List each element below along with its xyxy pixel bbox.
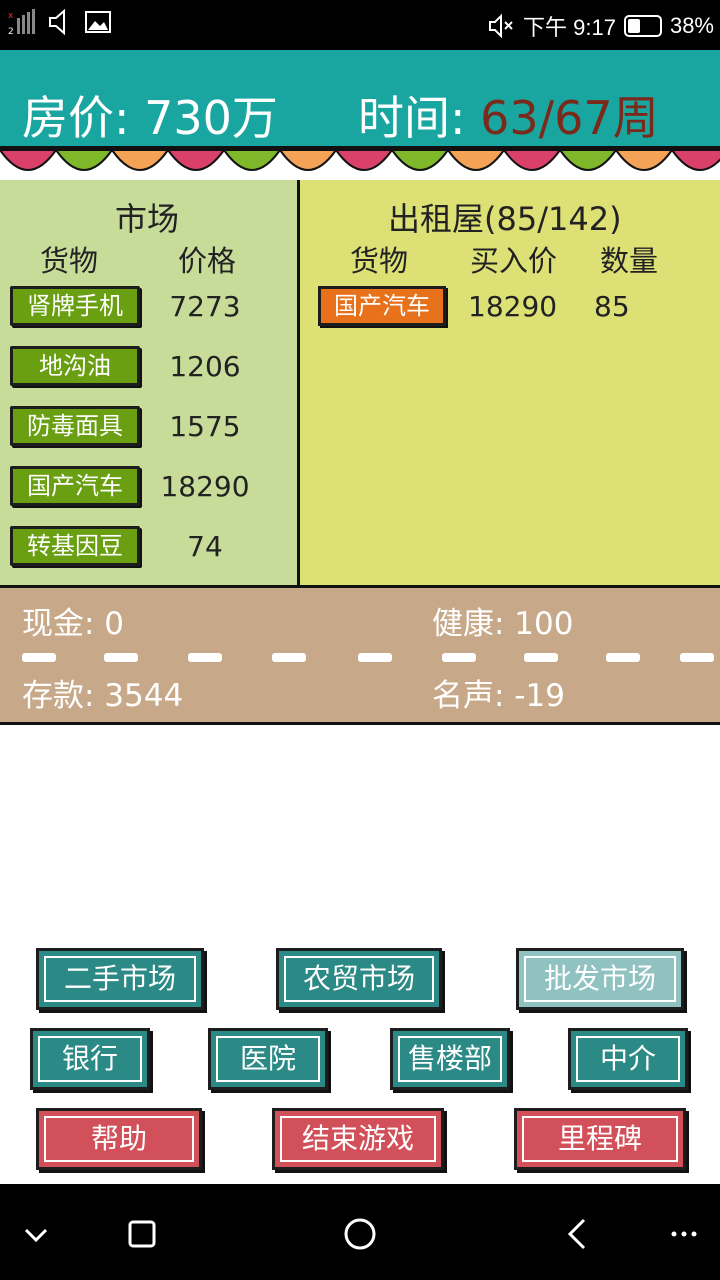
- more-icon[interactable]: [664, 1214, 704, 1254]
- battery-fill: [627, 19, 641, 33]
- wholesale-market-button[interactable]: 批发市场: [516, 948, 684, 1010]
- system-nav-bar: [0, 1184, 720, 1280]
- house-price-label: 房价:: [22, 91, 130, 145]
- rental-title: 出租屋(85/142): [388, 200, 622, 238]
- rental-item-quantity: 85: [594, 290, 630, 323]
- road-dashes: [22, 653, 714, 662]
- time-label: 时间:: [358, 91, 466, 145]
- help-label: 帮助: [44, 1116, 194, 1162]
- agency-button[interactable]: 中介: [568, 1028, 688, 1090]
- hospital-label: 医院: [216, 1036, 320, 1082]
- back-icon[interactable]: [558, 1214, 598, 1254]
- rental-panel: 出租屋(85/142) 货物 买入价 数量: [300, 180, 720, 585]
- market-item-button[interactable]: 国产汽车: [10, 466, 140, 506]
- rental-item-buy-price: 18290: [468, 290, 558, 323]
- market-item-price: 1206: [169, 350, 241, 383]
- sales-office-button[interactable]: 售楼部: [390, 1028, 510, 1090]
- market-col-price: 价格: [178, 244, 237, 278]
- farm-market-label: 农贸市场: [284, 956, 434, 1002]
- time-value: 63/67周: [480, 91, 659, 145]
- status-left: x 2: [8, 8, 112, 36]
- rental-col-buy-price: 买入价: [470, 244, 558, 278]
- end-game-button[interactable]: 结束游戏: [272, 1108, 444, 1170]
- rental-col-goods: 货物: [350, 244, 409, 278]
- bank-label: 银行: [38, 1036, 142, 1082]
- market-item-price: 18290: [160, 470, 250, 503]
- rental-item-button[interactable]: 国产汽车: [318, 286, 446, 326]
- market-item-button[interactable]: 防毒面具: [10, 406, 140, 446]
- hospital-button[interactable]: 医院: [208, 1028, 328, 1090]
- clock: 下午 9:17: [523, 15, 616, 40]
- sales-office-label: 售楼部: [398, 1036, 502, 1082]
- reputation-stat: 名声: -19: [432, 678, 565, 714]
- game-time: 时间: 63/67周: [358, 82, 659, 148]
- second-hand-market-label: 二手市场: [44, 956, 196, 1002]
- market-col-goods: 货物: [40, 244, 99, 278]
- farm-market-button[interactable]: 农贸市场: [276, 948, 442, 1010]
- milestone-label: 里程碑: [522, 1116, 678, 1162]
- market-item-price: 1575: [169, 410, 241, 443]
- mute-icon: [489, 13, 513, 39]
- image-notification-icon: [85, 11, 111, 33]
- cash-stat: 现金: 0: [22, 606, 125, 642]
- market-item-button[interactable]: 肾牌手机: [10, 286, 140, 326]
- market-title: 市场: [115, 200, 180, 238]
- status-right: 下午 9:17 38%: [487, 10, 714, 42]
- house-price-value: 730万: [144, 91, 278, 145]
- market-item-button[interactable]: 地沟油: [10, 346, 140, 386]
- signal-icon: x 2: [8, 9, 35, 36]
- market-item-price: 74: [187, 530, 223, 563]
- home-icon[interactable]: [340, 1214, 380, 1254]
- recents-icon[interactable]: [122, 1214, 162, 1254]
- help-button[interactable]: 帮助: [36, 1108, 202, 1170]
- bank-button[interactable]: 银行: [30, 1028, 150, 1090]
- house-price: 房价: 730万: [22, 82, 278, 148]
- second-hand-market-button[interactable]: 二手市场: [36, 948, 204, 1010]
- savings-stat: 存款: 3544: [22, 678, 184, 714]
- battery-percent: 38%: [669, 13, 714, 38]
- awning-decoration: [0, 146, 720, 171]
- health-stat: 健康: 100: [432, 606, 574, 642]
- rental-col-quantity: 数量: [600, 244, 659, 278]
- agency-label: 中介: [576, 1036, 680, 1082]
- status-bar: x 2 下午 9:17 38%: [0, 0, 720, 50]
- battery-icon: [623, 15, 662, 37]
- market-item-button[interactable]: 转基因豆: [10, 526, 140, 566]
- game-header: 房价: 730万 时间: 63/67周: [0, 50, 720, 148]
- end-game-label: 结束游戏: [280, 1116, 436, 1162]
- chevron-down-icon[interactable]: [16, 1214, 56, 1254]
- svg-text:2: 2: [8, 27, 14, 36]
- wholesale-market-label: 批发市场: [524, 956, 676, 1002]
- svg-text:x: x: [8, 11, 14, 21]
- market-item-price: 7273: [169, 290, 241, 323]
- market-panel: 市场 货物 价格 肾牌手机 7273 地沟油 1206 防毒面具 1575 国产…: [0, 180, 300, 585]
- milestone-button[interactable]: 里程碑: [514, 1108, 686, 1170]
- speaker-notification-icon: [49, 8, 65, 36]
- player-stats: 现金: 0 健康: 100 存款: 3544 名声: -19: [0, 585, 720, 725]
